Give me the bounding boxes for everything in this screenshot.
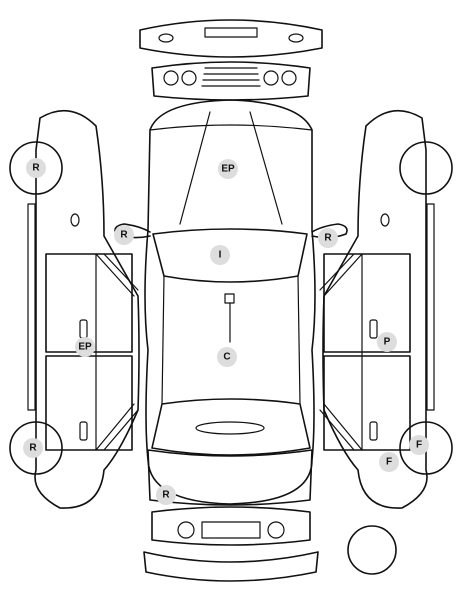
marker-right-side-panel[interactable]: P (377, 332, 397, 352)
marker-left-mirror[interactable]: R (114, 225, 134, 245)
svg-text:R: R (324, 233, 332, 244)
marker-hood[interactable]: EP (218, 159, 238, 179)
marker-left-front-wheel[interactable]: R (26, 158, 46, 178)
marker-right-rear-quarter[interactable]: F (379, 452, 399, 472)
front-grille (151, 61, 311, 101)
svg-text:P: P (384, 337, 391, 348)
svg-text:R: R (120, 230, 128, 241)
spare-wheel (347, 525, 397, 575)
svg-text:EP: EP (78, 342, 92, 353)
svg-text:I: I (219, 250, 222, 261)
svg-text:R: R (29, 443, 37, 454)
car-body-top-view (144, 99, 316, 506)
svg-text:R: R (32, 163, 40, 174)
front-bumper (139, 19, 323, 58)
svg-text:C: C (223, 352, 230, 363)
marker-right-rear-wheel[interactable]: F (409, 435, 429, 455)
marker-left-rear-wheel[interactable]: R (23, 438, 43, 458)
svg-text:F: F (386, 457, 392, 468)
svg-text:F: F (416, 440, 422, 451)
right-side-view (319, 109, 453, 509)
rear-bumper (143, 506, 319, 582)
marker-rear-bumper[interactable]: R (156, 485, 176, 505)
marker-windshield[interactable]: I (210, 245, 230, 265)
svg-text:EP: EP (221, 164, 235, 175)
svg-text:R: R (162, 490, 170, 501)
marker-right-mirror[interactable]: R (318, 228, 338, 248)
marker-left-side-panel[interactable]: EP (75, 337, 95, 357)
marker-roof[interactable]: C (217, 347, 237, 367)
